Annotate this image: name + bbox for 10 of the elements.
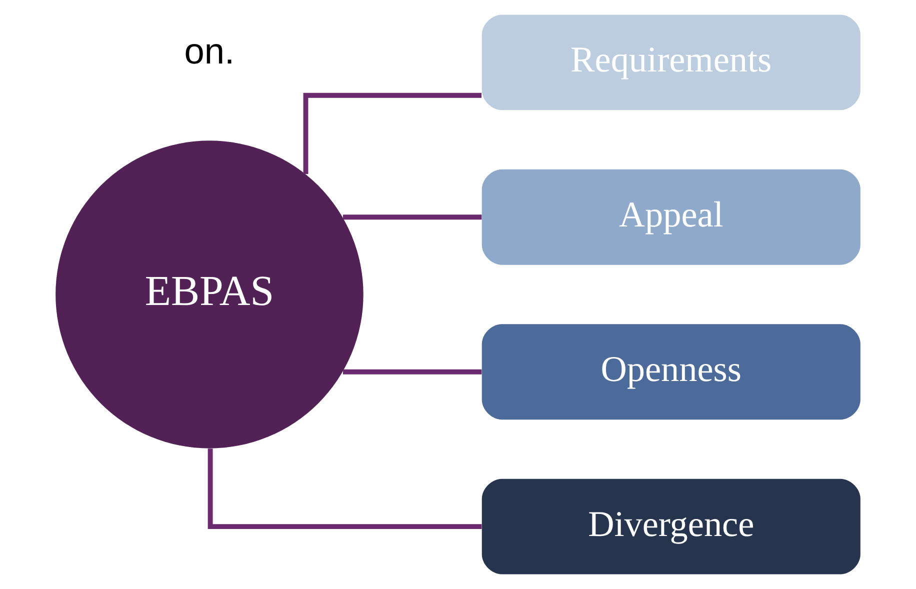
connector xyxy=(343,369,482,374)
connector xyxy=(343,214,482,220)
label: on. xyxy=(184,30,235,72)
connector xyxy=(303,92,482,174)
node-box: Openness xyxy=(482,324,860,420)
connector xyxy=(208,448,482,530)
node-box: Appeal xyxy=(482,169,860,265)
node-box: Divergence xyxy=(482,478,860,574)
node-box: Requirements xyxy=(482,14,860,110)
node-circle: EBPAS xyxy=(56,140,364,448)
